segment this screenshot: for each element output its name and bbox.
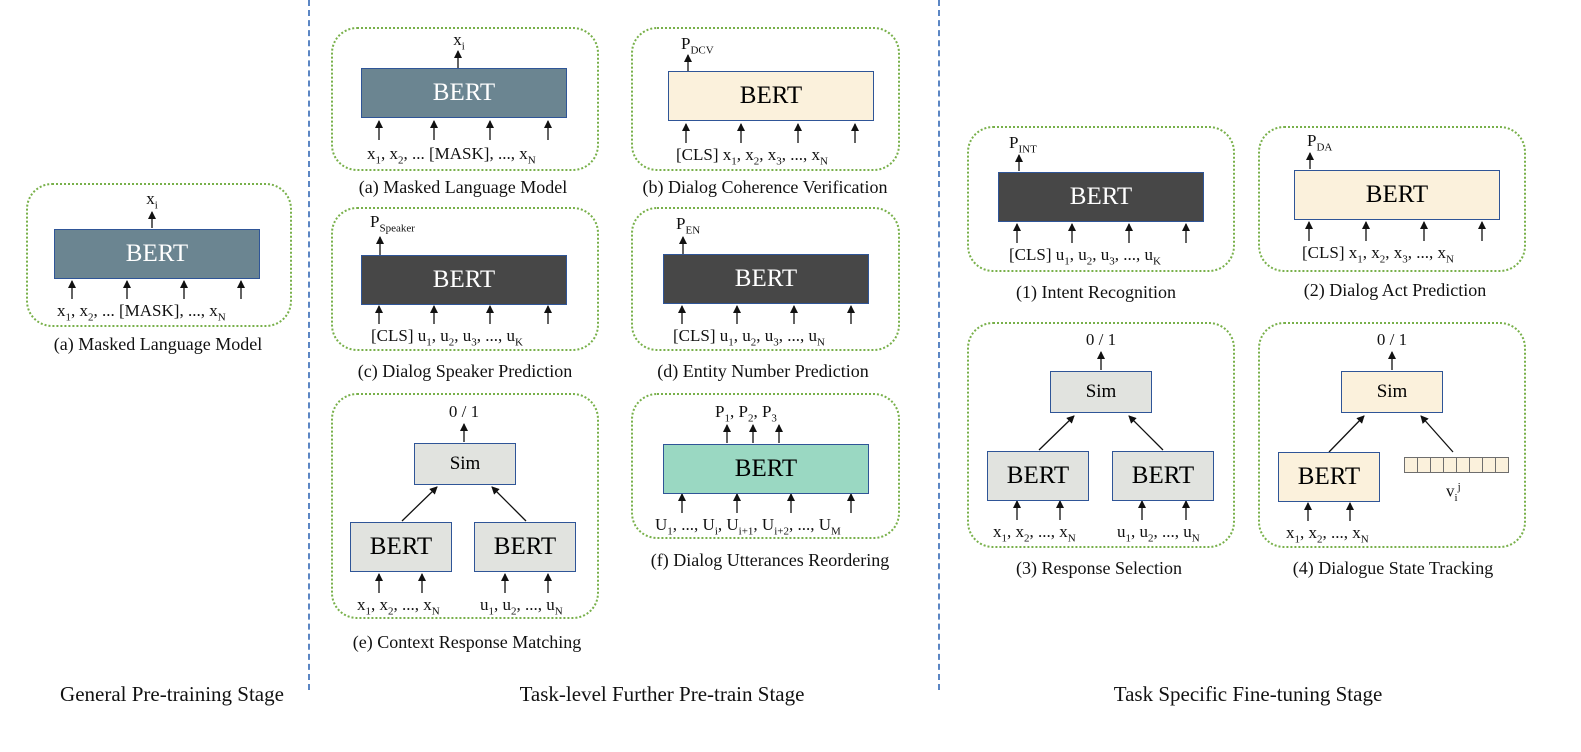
general-mlm-caption: (a) Masked Language Model: [53, 334, 263, 354]
dst-input: x1, x2, ..., xN: [1286, 523, 1369, 546]
panel-enp: [631, 207, 900, 351]
dcv-bert-box: BERT: [668, 71, 874, 121]
general-mlm-input: x1, x2, ... [MASK], ..., xN: [57, 301, 226, 324]
panel-general-mlm: [26, 183, 292, 327]
panel-dst: [1258, 322, 1526, 548]
dst-caption: (4) Dialogue State Tracking: [1292, 558, 1494, 578]
dur-input: U1, ..., Ui, Ui+1, Ui+2, ..., UM: [655, 515, 841, 538]
panel-dsp: [331, 207, 599, 351]
dur-caption: (f) Dialog Utterances Reordering: [650, 550, 890, 570]
panel-intent: [967, 126, 1235, 272]
dsp-output: PSpeaker: [370, 212, 415, 235]
panel-crm: [331, 393, 599, 619]
intent-input: [CLS] u1, u2, u3, ..., uK: [1009, 245, 1161, 268]
dcv-output: PDCV: [681, 34, 714, 57]
mlm-output: xi: [453, 30, 465, 53]
response-selection-output: 0 / 1: [1085, 330, 1117, 349]
enp-caption: (d) Entity Number Prediction: [657, 361, 869, 381]
crm-input-context: x1, x2, ..., xN: [357, 595, 440, 618]
crm-bert-left: BERT: [350, 522, 452, 572]
response-selection-input-context: x1, x2, ..., xN: [993, 522, 1076, 545]
dsp-input: [CLS] u1, u2, u3, ..., uK: [371, 326, 523, 349]
stage-general: General Pre-training Stage: [60, 682, 284, 706]
dst-slot-vector: [1404, 457, 1509, 473]
panel-response-selection: [967, 322, 1235, 548]
response-selection-bert-left: BERT: [987, 451, 1089, 501]
stage-fine-tuning: Task Specific Fine-tuning Stage: [1113, 682, 1383, 706]
panel-dur: [631, 393, 900, 539]
dcv-input: [CLS] x1, x2, x3, ..., xN: [676, 145, 828, 168]
dur-bert-box: BERT: [663, 444, 869, 494]
crm-bert-right: BERT: [474, 522, 576, 572]
enp-input: [CLS] u1, u2, u3, ..., uN: [673, 326, 825, 349]
response-selection-input-response: u1, u2, ..., uN: [1117, 522, 1200, 545]
dialog-act-output: PDA: [1307, 131, 1333, 154]
panel-dcv: [631, 27, 900, 171]
crm-caption: (e) Context Response Matching: [352, 632, 582, 652]
general-bert-box: BERT: [54, 229, 260, 279]
crm-input-response: u1, u2, ..., uN: [480, 595, 563, 618]
mlm-caption: (a) Masked Language Model: [358, 177, 568, 197]
crm-sim-box: Sim: [414, 443, 516, 485]
enp-output: PEN: [676, 214, 701, 237]
dst-slot-label: vij: [1446, 481, 1461, 505]
intent-output: PINT: [1009, 133, 1037, 156]
panel-dialog-act: [1258, 126, 1526, 272]
panel-mlm: [331, 27, 599, 171]
dst-bert-box: BERT: [1278, 452, 1380, 502]
divider-right: [938, 0, 940, 690]
stage-task-level: Task-level Further Pre-train Stage: [519, 682, 805, 706]
dsp-caption: (c) Dialog Speaker Prediction: [357, 361, 573, 381]
dst-sim-box: Sim: [1341, 371, 1443, 413]
mlm-bert-box: BERT: [361, 68, 567, 118]
response-selection-caption: (3) Response Selection: [1016, 558, 1182, 578]
dst-output: 0 / 1: [1376, 330, 1408, 349]
mlm-input: x1, x2, ... [MASK], ..., xN: [367, 144, 536, 167]
response-selection-bert-right: BERT: [1112, 451, 1214, 501]
intent-caption: (1) Intent Recognition: [1016, 282, 1176, 302]
dcv-caption: (b) Dialog Coherence Verification: [642, 177, 888, 197]
divider-left: [308, 0, 310, 690]
enp-bert-box: BERT: [663, 254, 869, 304]
dialog-act-bert-box: BERT: [1294, 170, 1500, 220]
intent-bert-box: BERT: [998, 172, 1204, 222]
crm-output: 0 / 1: [448, 402, 480, 421]
dsp-bert-box: BERT: [361, 255, 567, 305]
dialog-act-input: [CLS] x1, x2, x3, ..., xN: [1302, 243, 1454, 266]
general-mlm-output: xi: [146, 189, 158, 212]
dialog-act-caption: (2) Dialog Act Prediction: [1303, 280, 1487, 300]
response-selection-sim-box: Sim: [1050, 371, 1152, 413]
dur-output: P1, P2, P3: [715, 402, 777, 425]
